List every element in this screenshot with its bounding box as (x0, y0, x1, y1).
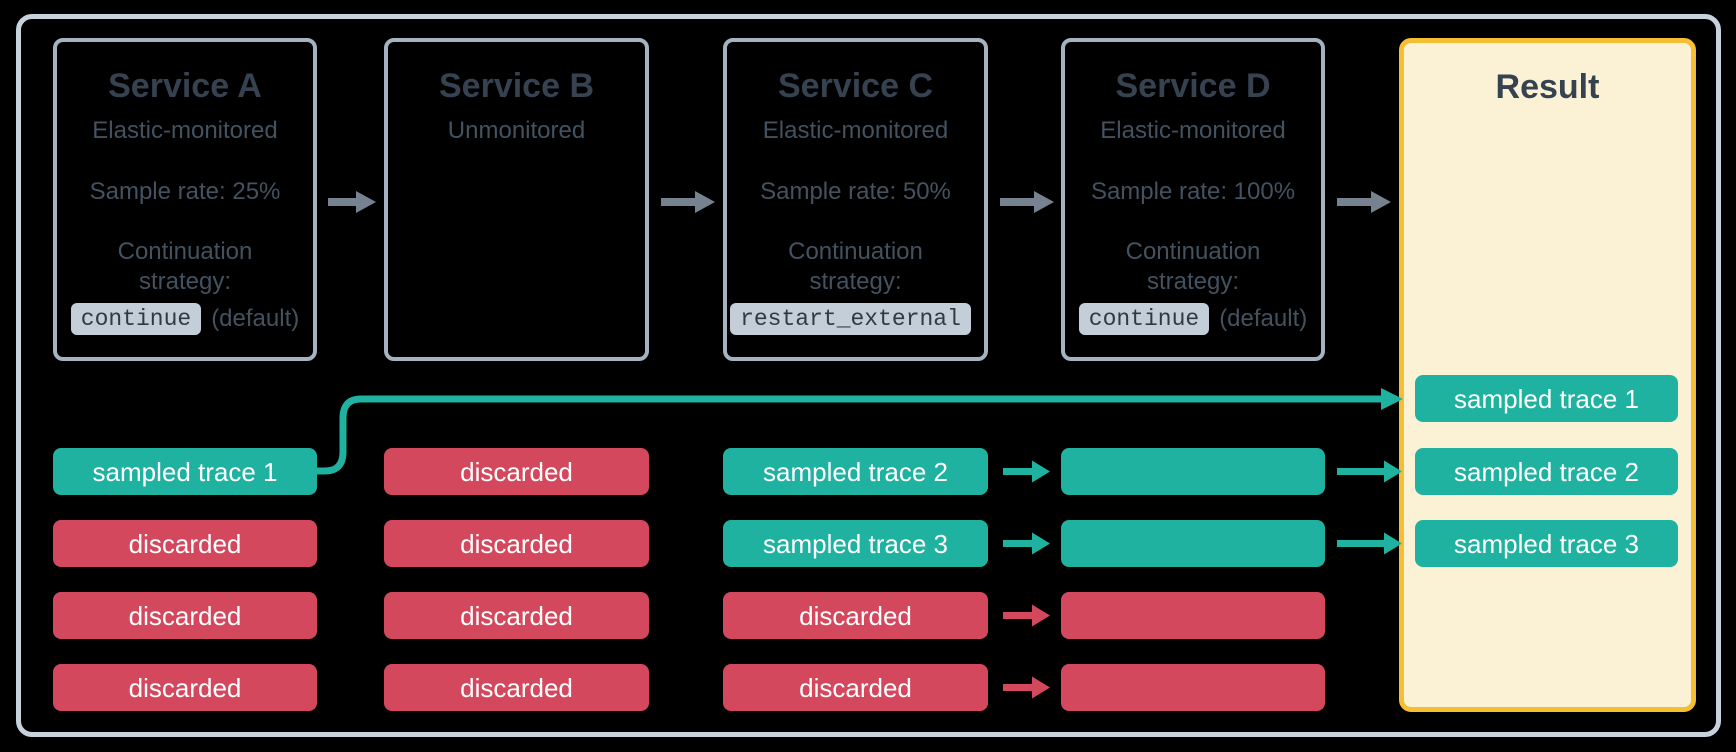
trace-pill-d3 (1061, 592, 1325, 639)
service-c-subtitle: Elastic-monitored (762, 117, 949, 145)
trace-pill-a2: discarded (53, 520, 317, 567)
trace-pill-a1: sampled trace 1 (53, 448, 317, 495)
service-a-subtitle: Elastic-monitored (92, 117, 278, 145)
result-title: Result (1495, 68, 1600, 106)
service-c-strategy-code-chip: restart_external (730, 302, 971, 335)
service-a-sample-rate: Sample rate: 25% (89, 178, 281, 206)
service-c-sample-rate: Sample rate: 50% (760, 178, 951, 206)
service-b-subtitle: Unmonitored (447, 117, 586, 145)
trace-pill-b3: discarded (384, 592, 649, 639)
service-a-box: Service A Elastic-monitored Sample rate:… (53, 38, 317, 361)
trace-pill-d2 (1061, 520, 1325, 567)
result-pill-trace2: sampled trace 2 (1415, 448, 1678, 495)
service-a-strategy-suffix: (default) (211, 304, 300, 332)
outer-frame (16, 14, 1721, 737)
result-pill-trace3: sampled trace 3 (1415, 520, 1678, 567)
trace-pill-c3: discarded (723, 592, 988, 639)
trace-pill-b2: discarded (384, 520, 649, 567)
service-b-title: Service B (439, 67, 594, 105)
trace-pill-c2: sampled trace 3 (723, 520, 988, 567)
trace-pill-a3: discarded (53, 592, 317, 639)
service-d-strategy-label: Continuation strategy: (1125, 237, 1261, 295)
service-c-strategy-value: restart_external (727, 302, 984, 335)
service-a-strategy-code-chip: continue (70, 302, 202, 335)
service-a-strategy-value: continue (default) (57, 302, 313, 335)
service-c-box: Service C Elastic-monitored Sample rate:… (723, 38, 988, 361)
service-d-box: Service D Elastic-monitored Sample rate:… (1061, 38, 1325, 361)
service-d-strategy-suffix: (default) (1219, 304, 1308, 332)
trace-pill-a4: discarded (53, 664, 317, 711)
result-pill-trace1: sampled trace 1 (1415, 375, 1678, 422)
service-d-title: Service D (1115, 67, 1271, 105)
service-d-strategy-value: continue (default) (1065, 302, 1321, 335)
trace-pill-d4 (1061, 664, 1325, 711)
service-a-strategy-label: Continuation strategy: (117, 237, 253, 295)
trace-pill-c1: sampled trace 2 (723, 448, 988, 495)
trace-pill-d1 (1061, 448, 1325, 495)
service-c-strategy-label: Continuation strategy: (788, 237, 923, 295)
service-d-sample-rate: Sample rate: 100% (1090, 178, 1296, 206)
trace-pill-b1: discarded (384, 448, 649, 495)
trace-pill-c4: discarded (723, 664, 988, 711)
service-d-strategy-code-chip: continue (1078, 302, 1210, 335)
service-d-subtitle: Elastic-monitored (1100, 117, 1286, 145)
service-c-title: Service C (778, 67, 933, 105)
service-a-title: Service A (108, 67, 262, 105)
trace-pill-b4: discarded (384, 664, 649, 711)
service-b-box: Service B Unmonitored (384, 38, 649, 361)
